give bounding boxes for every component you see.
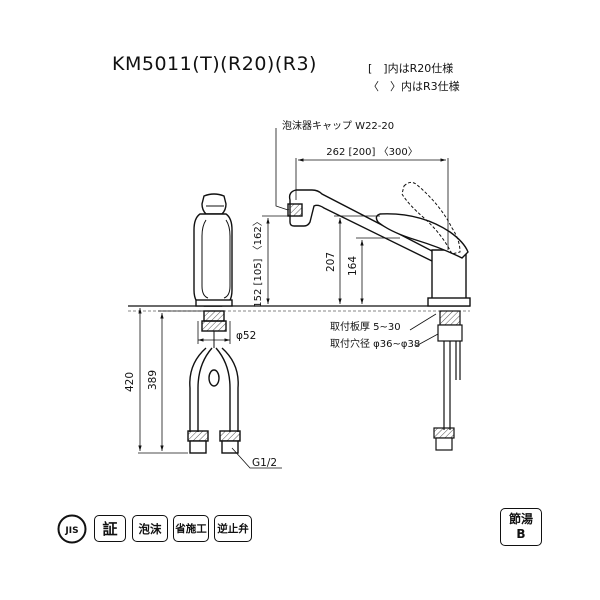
dim-207: 207 <box>325 252 337 272</box>
dim-420: 420 <box>124 372 136 392</box>
dim-262: 262 [200] 〈300〉 <box>326 146 417 158</box>
side-hose-left <box>189 347 207 432</box>
side-hose-right <box>215 347 231 432</box>
side-body <box>193 213 233 307</box>
model-title: KM5011(T)(R20)(R3) <box>112 53 317 75</box>
hole-diameter-label: 取付穴径 φ36~φ38 <box>330 337 420 350</box>
front-view <box>287 189 471 307</box>
certified-badge: 証 <box>94 515 126 542</box>
labor-saving-badge: 省施工 <box>173 515 209 542</box>
side-dimensions <box>138 305 282 469</box>
side-view <box>187 193 241 454</box>
dim-389: 389 <box>147 370 159 390</box>
dim-phi52: φ52 <box>236 330 256 342</box>
foam-badge: 泡沫 <box>132 515 168 542</box>
front-dimensions <box>262 128 449 347</box>
hot-water-saving-line2: B <box>516 527 526 541</box>
lever-handle <box>375 213 469 259</box>
plate-thickness-label: 取付板厚 5~30 <box>330 320 401 333</box>
note-r20: [ ]内はR20仕様 <box>368 62 454 75</box>
side-handle <box>201 193 227 215</box>
aerator-label: 泡沫器キャップ W22-20 <box>282 119 394 132</box>
hot-water-saving-badge: 節湯 B <box>500 508 542 546</box>
dim-152: 152 [105] 〈162〉 <box>252 216 264 307</box>
note-r3: 〈 〉内はR3仕様 <box>368 80 460 93</box>
check-valve-badge: 逆止弁 <box>214 515 252 542</box>
dim-164: 164 <box>347 256 359 276</box>
dim-g12: G1/2 <box>252 457 277 469</box>
svg-text:JIS: JIS <box>64 526 78 536</box>
jis-mark-icon: JIS <box>57 514 87 544</box>
hot-water-saving-line1: 節湯 <box>508 512 533 526</box>
aerator <box>287 203 303 217</box>
front-shank <box>433 310 463 451</box>
lever-raised-dashed <box>401 181 461 255</box>
